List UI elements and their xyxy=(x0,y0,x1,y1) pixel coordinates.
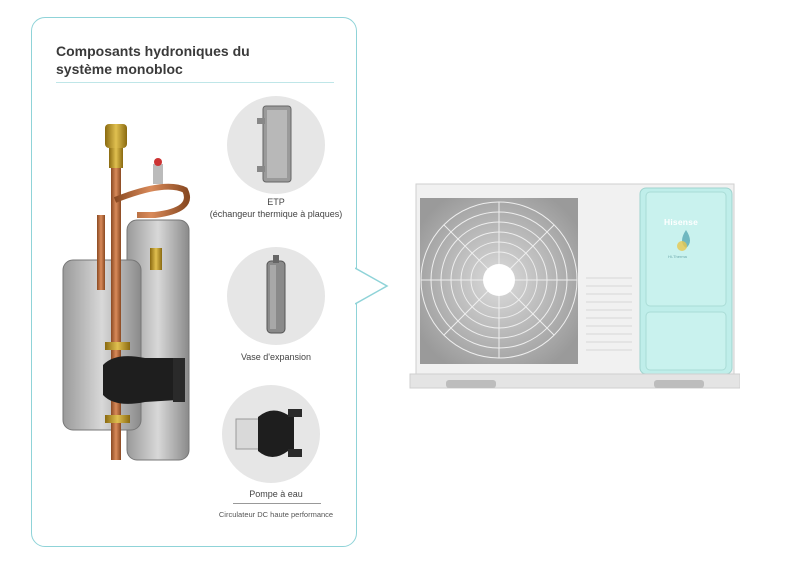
card-title: Composants hydroniques du système monobl… xyxy=(56,42,296,78)
water-pump-divider xyxy=(233,503,321,504)
etp-label-name: ETP xyxy=(267,197,285,207)
brand-logo: Hisense xyxy=(664,217,699,227)
expansion-vessel-label: Vase d'expansion xyxy=(240,352,312,362)
etp-label-description: (échangeur thermique à plaques) xyxy=(209,209,343,219)
card-pointer-arrow xyxy=(355,267,389,305)
water-pump-sublabel: Circulateur DC haute performance xyxy=(218,510,334,519)
water-pump-circle xyxy=(222,385,320,483)
water-pump-label: Pompe à eau xyxy=(249,489,303,499)
water-pump-icon xyxy=(235,409,302,457)
subbrand-logo: Hi-Therma xyxy=(668,254,687,259)
monobloc-outdoor-unit-image xyxy=(409,183,740,389)
expansion-vessel-circle xyxy=(227,247,325,345)
etp-label: ETP (échangeur thermique à plaques) xyxy=(196,196,356,220)
plate-heat-exchanger-icon xyxy=(257,105,292,183)
expansion-vessel-icon xyxy=(266,255,286,334)
hydronic-assembly-image xyxy=(62,124,190,461)
card-title-line1: Composants hydroniques du xyxy=(56,43,250,59)
etp-circle xyxy=(227,96,325,194)
title-divider xyxy=(56,82,334,83)
card-title-line2: système monobloc xyxy=(56,61,183,77)
